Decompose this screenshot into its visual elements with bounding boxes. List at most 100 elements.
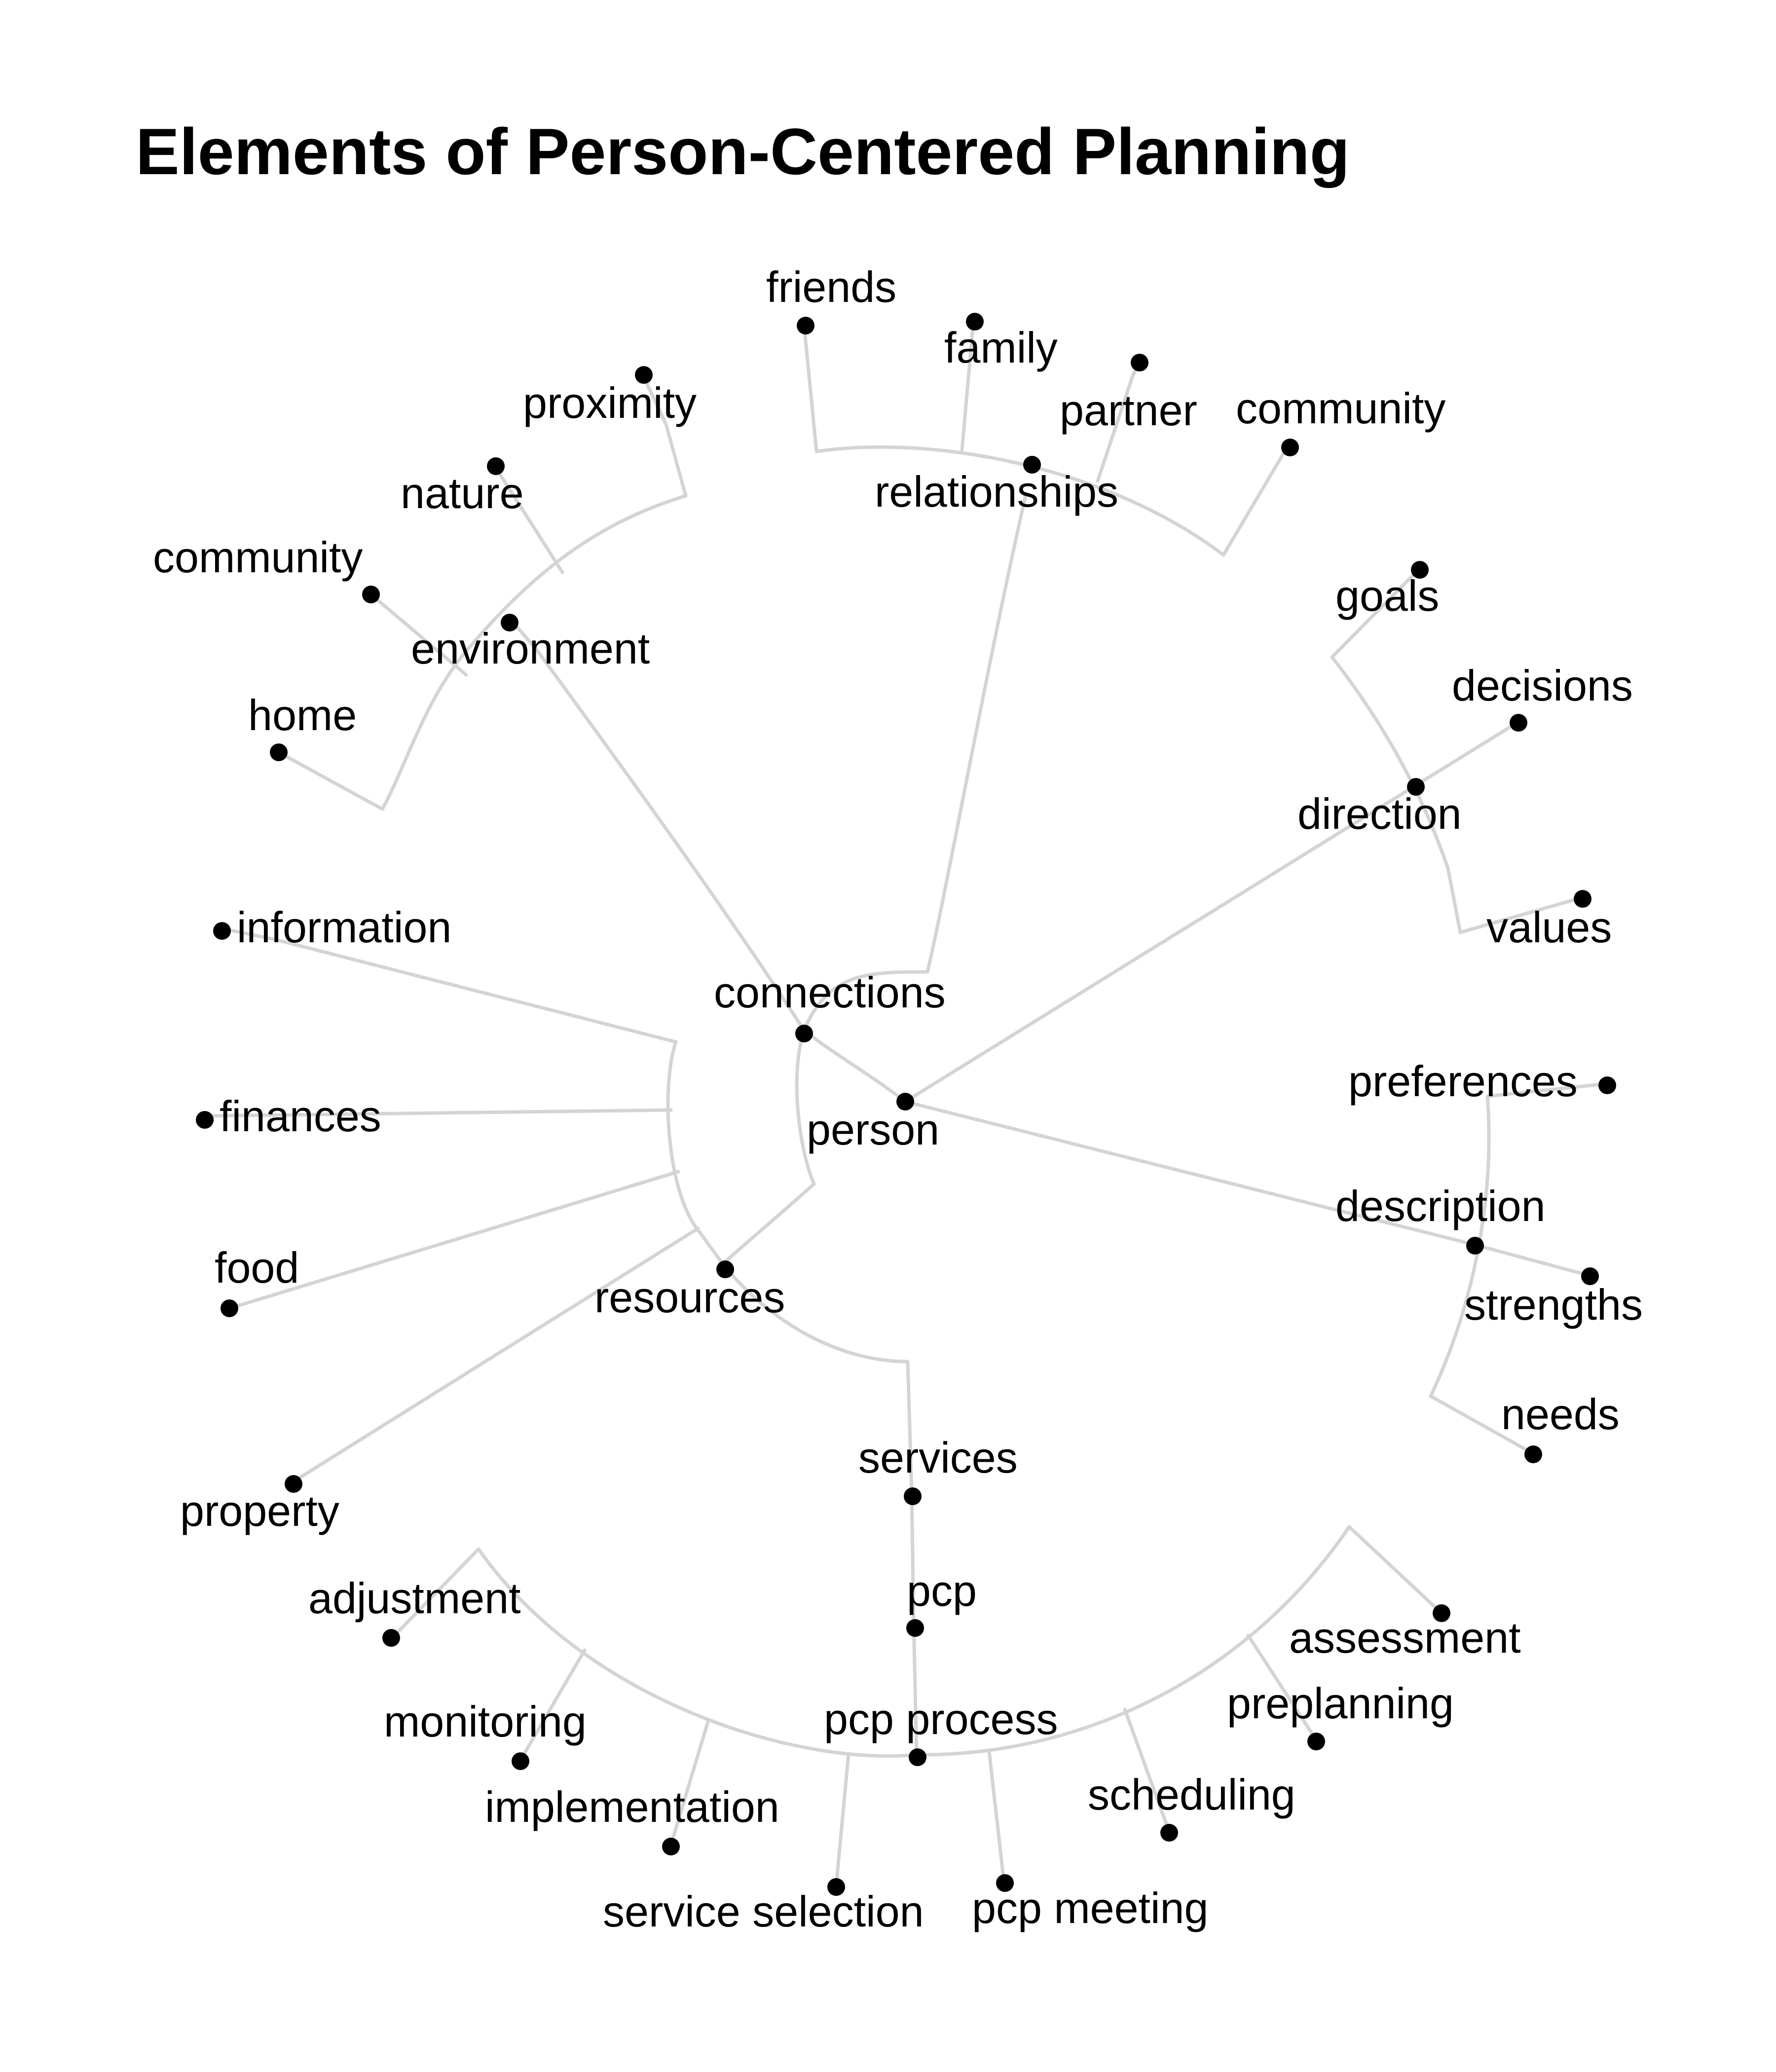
edges-group xyxy=(203,320,1608,1887)
node-label: property xyxy=(180,1486,339,1535)
edge-direction-decisions xyxy=(1411,721,1519,789)
node-pcp[interactable]: pcp xyxy=(906,1566,977,1637)
edge-direction-values xyxy=(1458,896,1583,934)
node-label: connections xyxy=(714,968,946,1017)
edge-relationships-community xyxy=(1221,444,1290,557)
node-dot xyxy=(966,313,984,331)
node-strengths[interactable]: strengths xyxy=(1464,1267,1643,1329)
edge-connections-resources xyxy=(721,1028,816,1266)
node-dot xyxy=(1433,1604,1450,1622)
node-dot xyxy=(896,1093,914,1110)
node-label: nature xyxy=(401,469,524,518)
node-implementation[interactable]: implementation xyxy=(485,1782,779,1855)
edge-description-preferences xyxy=(1485,1082,1608,1098)
node-dot xyxy=(362,586,380,603)
edge-resources-services xyxy=(721,1262,914,1494)
node-label: pcp xyxy=(907,1566,977,1615)
node-connections[interactable]: connections xyxy=(714,968,946,1042)
node-service-selection[interactable]: service selection xyxy=(603,1878,924,1936)
node-label: strengths xyxy=(1464,1280,1643,1329)
node-needs[interactable]: needs xyxy=(1501,1390,1620,1463)
node-label: pcp process xyxy=(824,1695,1058,1743)
node-partner[interactable]: partner xyxy=(1060,354,1197,435)
node-label: goals xyxy=(1335,571,1439,620)
node-label: values xyxy=(1486,903,1612,952)
node-dot xyxy=(827,1878,845,1896)
edge-connections-environment xyxy=(506,617,806,1032)
edge-environment-proximity xyxy=(641,373,688,498)
node-dot xyxy=(1574,890,1591,908)
edge-pcpprocess-serviceselection xyxy=(834,1752,851,1887)
edge-relationships-friends xyxy=(802,324,818,453)
node-label: description xyxy=(1335,1182,1546,1230)
node-dot xyxy=(1407,778,1425,796)
node-dot xyxy=(797,317,814,334)
node-label: service selection xyxy=(603,1887,924,1936)
node-dot xyxy=(1466,1237,1484,1255)
edge-resources-property xyxy=(290,1226,700,1484)
node-dot xyxy=(196,1111,214,1129)
node-property[interactable]: property xyxy=(180,1475,339,1535)
node-friends[interactable]: friends xyxy=(766,262,896,334)
node-nature[interactable]: nature xyxy=(401,457,524,518)
node-family[interactable]: family xyxy=(944,313,1058,372)
edge-environment-arc xyxy=(380,494,688,811)
node-pcp-meeting[interactable]: pcp meeting xyxy=(972,1874,1208,1932)
edge-resources-finances xyxy=(203,1108,673,1118)
node-values[interactable]: values xyxy=(1486,890,1612,952)
node-scheduling[interactable]: scheduling xyxy=(1088,1770,1295,1842)
node-monitoring[interactable]: monitoring xyxy=(384,1697,587,1770)
node-label: resources xyxy=(594,1273,785,1322)
node-dot xyxy=(1598,1076,1616,1094)
node-dot xyxy=(1307,1733,1325,1750)
node-services[interactable]: services xyxy=(858,1433,1018,1505)
node-dot xyxy=(382,1629,400,1647)
node-label: partner xyxy=(1060,386,1197,435)
node-dot xyxy=(1023,456,1041,474)
node-relationships[interactable]: relationships xyxy=(875,456,1118,516)
node-dot xyxy=(716,1260,734,1278)
node-label: preferences xyxy=(1348,1057,1578,1106)
edge-pcpprocess-scheduling xyxy=(1123,1707,1171,1834)
node-dot xyxy=(909,1748,926,1766)
edge-resources-arc xyxy=(666,1040,725,1266)
edge-description-strengths xyxy=(1471,1242,1591,1277)
node-dot xyxy=(662,1838,680,1855)
node-label: services xyxy=(858,1433,1018,1482)
node-decisions[interactable]: decisions xyxy=(1452,661,1633,732)
edge-direction-arc xyxy=(1330,655,1462,934)
node-home[interactable]: home xyxy=(248,691,357,761)
node-direction[interactable]: direction xyxy=(1297,778,1462,838)
edge-resources-information xyxy=(220,926,678,1044)
node-proximity[interactable]: proximity xyxy=(523,366,697,427)
edge-person-description xyxy=(903,1100,1475,1246)
node-environment[interactable]: environment xyxy=(411,614,650,673)
node-dot xyxy=(1411,561,1429,579)
node-label: scheduling xyxy=(1088,1770,1295,1819)
node-dot xyxy=(996,1874,1014,1892)
node-pcp-process[interactable]: pcp process xyxy=(824,1695,1058,1766)
node-preplanning[interactable]: preplanning xyxy=(1227,1679,1454,1750)
node-community-environment[interactable]: community xyxy=(153,533,380,603)
node-preferences[interactable]: preferences xyxy=(1348,1057,1616,1106)
edge-person-direction xyxy=(903,785,1415,1104)
edge-direction-goals xyxy=(1330,568,1420,659)
node-label: environment xyxy=(411,624,650,673)
nodes-group: person connections relationships friends… xyxy=(153,262,1643,1936)
node-dot xyxy=(487,457,505,475)
edge-pcpprocess-pcpmeeting xyxy=(987,1749,1006,1884)
node-finances[interactable]: finances xyxy=(196,1092,381,1141)
edge-description-needs xyxy=(1429,1394,1534,1455)
node-adjustment[interactable]: adjustment xyxy=(308,1574,520,1647)
node-information[interactable]: information xyxy=(213,903,451,952)
node-food[interactable]: food xyxy=(215,1243,299,1317)
edge-pcpprocess-adjustment xyxy=(390,1547,481,1640)
node-assessment[interactable]: assessment xyxy=(1289,1604,1521,1662)
node-community-relationships[interactable]: community xyxy=(1236,384,1445,456)
node-description[interactable]: description xyxy=(1335,1182,1546,1255)
node-person[interactable]: person xyxy=(807,1093,939,1154)
node-resources[interactable]: resources xyxy=(594,1260,785,1322)
edge-person-connections xyxy=(802,1028,907,1104)
node-goals[interactable]: goals xyxy=(1335,561,1439,620)
